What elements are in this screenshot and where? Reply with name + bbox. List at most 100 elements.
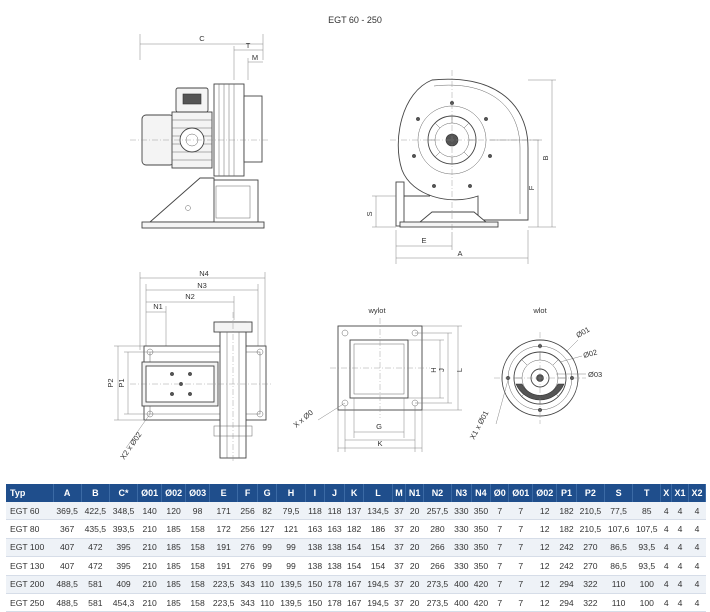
table-cell: 7 xyxy=(508,519,533,539)
table-cell: 7 xyxy=(508,556,533,576)
table-cell: 210 xyxy=(137,575,162,594)
column-header: N3 xyxy=(451,484,472,502)
table-cell: 37 xyxy=(392,538,406,558)
column-header: Ø03 xyxy=(185,484,211,502)
table-cell: 407 xyxy=(53,556,82,576)
table-cell: 4 xyxy=(671,519,689,539)
table-cell: 110 xyxy=(257,575,277,594)
table-cell: 139,5 xyxy=(276,575,306,594)
table-cell: 7 xyxy=(490,519,509,539)
label-D01: Ø01 xyxy=(575,325,592,340)
table-cell: 86,5 xyxy=(604,556,633,576)
table-cell: 138 xyxy=(305,556,325,576)
column-header: G xyxy=(257,484,278,502)
table-cell: 4 xyxy=(660,502,672,521)
table-cell: 191 xyxy=(209,556,238,576)
table-cell: 118 xyxy=(324,502,345,521)
top-view: N4 N3 N2 N1 xyxy=(106,269,272,462)
table-cell: 420 xyxy=(471,575,491,594)
table-cell: 257,5 xyxy=(423,502,452,521)
column-header: T xyxy=(632,484,662,502)
table-cell: 4 xyxy=(671,575,689,594)
table-cell: 210 xyxy=(137,593,162,612)
column-header: N1 xyxy=(405,484,424,502)
table-cell: 186 xyxy=(363,519,393,539)
label-K: K xyxy=(377,439,382,448)
table-cell: 210,5 xyxy=(576,519,605,539)
column-header: Ø02 xyxy=(161,484,187,502)
table-cell: 20 xyxy=(405,502,424,521)
table-cell: 194,5 xyxy=(363,593,393,612)
technical-drawing: EGT 60 - 250 C T M xyxy=(106,15,602,462)
column-header: F xyxy=(237,484,258,502)
table-cell: 82 xyxy=(257,502,277,521)
table-cell: 37 xyxy=(392,502,406,521)
table-cell: 107,6 xyxy=(604,519,633,539)
column-header: B xyxy=(81,484,110,502)
table-cell: 4 xyxy=(688,593,706,612)
table-cell: 158 xyxy=(185,519,210,539)
table-cell: 350 xyxy=(471,519,491,539)
table-cell: 7 xyxy=(490,538,509,558)
table-cell: 20 xyxy=(405,556,424,576)
table-cell: 4 xyxy=(688,538,706,558)
column-header: X2 xyxy=(688,484,707,502)
table-cell: 110 xyxy=(257,593,277,612)
table-cell: 7 xyxy=(508,575,533,594)
label-D03: Ø03 xyxy=(588,370,602,379)
table-cell: 393,5 xyxy=(109,519,138,539)
table-cell: 12 xyxy=(532,593,557,612)
table-cell: 158 xyxy=(185,575,210,594)
column-header: H xyxy=(276,484,306,502)
label-T: T xyxy=(246,41,251,50)
table-cell: 330 xyxy=(451,519,472,539)
table-cell: 163 xyxy=(305,519,325,539)
table-cell: 20 xyxy=(405,593,424,612)
column-header: S xyxy=(604,484,634,502)
table-cell: 210 xyxy=(137,556,162,576)
label-N2: N2 xyxy=(185,292,195,301)
front-view: B F S E A xyxy=(365,70,556,264)
column-header: A xyxy=(53,484,82,502)
table-cell: 343 xyxy=(237,593,258,612)
label-X2: X2 x Ø02 xyxy=(118,430,143,461)
column-header: Ø01 xyxy=(137,484,163,502)
table-cell: 210 xyxy=(137,519,162,539)
table-cell: 488,5 xyxy=(53,575,82,594)
table-cell: 12 xyxy=(532,502,557,521)
table-cell: 194,5 xyxy=(363,575,393,594)
column-header: P2 xyxy=(576,484,605,502)
table-cell: 369,5 xyxy=(53,502,82,521)
model-cell: EGT 60 xyxy=(6,502,54,521)
table-cell: 350 xyxy=(471,538,491,558)
table-cell: 343 xyxy=(237,575,258,594)
column-header: Ø0 xyxy=(490,484,510,502)
table-cell: 20 xyxy=(405,575,424,594)
label-P1: P1 xyxy=(117,378,126,387)
table-cell: 4 xyxy=(660,593,672,612)
table-cell: 330 xyxy=(451,502,472,521)
table-cell: 98 xyxy=(185,502,210,521)
table-cell: 4 xyxy=(688,519,706,539)
table-cell: 185 xyxy=(161,538,186,558)
table-cell: 12 xyxy=(532,575,557,594)
table-cell: 99 xyxy=(257,556,277,576)
label-E: E xyxy=(421,236,426,245)
table-cell: 110 xyxy=(604,593,633,612)
table-cell: 330 xyxy=(451,538,472,558)
table-cell: 178 xyxy=(324,593,345,612)
table-cell: 100 xyxy=(632,593,661,612)
table-cell: 4 xyxy=(660,575,672,594)
table-cell: 172 xyxy=(209,519,238,539)
table-cell: 120 xyxy=(161,502,186,521)
column-header: K xyxy=(344,484,365,502)
table-cell: 93,5 xyxy=(632,556,661,576)
table-cell: 158 xyxy=(185,538,210,558)
column-header: J xyxy=(324,484,345,502)
